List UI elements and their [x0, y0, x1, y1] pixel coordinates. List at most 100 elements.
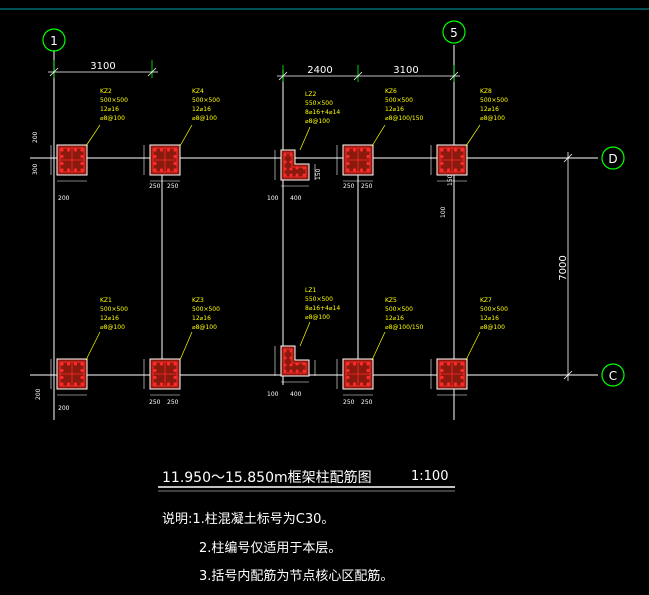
column-lz2-bar — [289, 160, 293, 164]
column-lz2-bar — [289, 173, 293, 177]
column-kz5-bar — [366, 382, 370, 386]
label-kz4-stirrup-text: ⌀8@100 — [192, 115, 217, 122]
label-kz6-stirrup-text: ⌀8@100/150 — [385, 115, 424, 122]
column-lz2-bar — [283, 153, 287, 157]
column-kz2-bar — [80, 154, 84, 159]
column-kz4-bar — [173, 154, 177, 159]
dim-kz4-250b: 250 — [167, 183, 179, 190]
dim-lz1-100: 100 — [267, 391, 279, 398]
column-kz8-bar — [440, 161, 444, 166]
dim-kz2-300: 300 — [32, 163, 39, 175]
column-kz1-bar — [80, 382, 84, 386]
leader-kz8 — [465, 124, 481, 147]
column-lz1-bar — [295, 369, 299, 373]
label-lz1-size: 550×500 — [305, 296, 333, 303]
dim-kz6-250a: 250 — [343, 183, 355, 190]
column-kz1-bar — [80, 368, 84, 373]
column-kz7-bar — [440, 375, 444, 380]
column-kz6-bar — [346, 168, 350, 172]
column-kz5-bar — [352, 382, 357, 386]
label-kz3-bars: 12⌀16 — [192, 315, 211, 322]
dim-3100-left: 3100 — [90, 61, 115, 72]
column-kz3-bar — [153, 382, 157, 386]
label-kz8-bars: 12⌀16 — [480, 106, 499, 113]
column-kz6-bar — [352, 148, 357, 152]
column-kz6-bar — [352, 168, 357, 172]
column-kz2-bar — [60, 161, 64, 166]
column-kz1-bar — [80, 362, 84, 366]
column-kz3-bar — [159, 362, 164, 366]
column-kz2-bar — [60, 154, 64, 159]
leader-kz5 — [371, 331, 386, 361]
column-kz1-bar — [73, 362, 78, 366]
leader-kz3 — [179, 331, 193, 361]
dim-kz6-250b: 250 — [361, 183, 373, 190]
label-kz3-size: 500×500 — [192, 306, 220, 313]
column-kz4 — [143, 144, 181, 182]
column-lz2 — [274, 149, 316, 187]
label-kz3-mark: KZ3 — [192, 297, 204, 304]
dim-kz1-200b: 200 — [58, 405, 70, 412]
label-kz8-mark: KZ8 — [480, 88, 492, 95]
column-lz1-stirrup — [283, 348, 307, 374]
column-kz6-bar — [366, 161, 370, 166]
column-kz7-bar — [460, 368, 464, 373]
column-kz5-bar — [366, 362, 370, 366]
column-kz5-bar — [346, 362, 350, 366]
column-kz1-bar — [66, 362, 71, 366]
column-kz7-bar — [460, 375, 464, 380]
label-kz6-mark: KZ6 — [385, 88, 397, 95]
label-lz2-size: 550×500 — [305, 100, 333, 107]
label-kz1-bars: 12⌀16 — [100, 315, 119, 322]
column-kz7 — [430, 358, 468, 396]
column-kz6-bar — [346, 154, 350, 159]
label-kz7-stirrup-text: ⌀8@100 — [480, 324, 505, 331]
label-kz3-stirrup-text: ⌀8@100 — [192, 324, 217, 331]
column-kz1-bar — [80, 375, 84, 380]
column-kz2-bar — [73, 148, 78, 152]
column-kz8-bar — [440, 148, 444, 152]
label-kz4-bars: 12⌀16 — [192, 106, 211, 113]
column-lz1-bar — [302, 362, 306, 366]
columns-layer: KZ2500×50012⌀16⌀8@100KZ4500×50012⌀16⌀8@1… — [32, 88, 508, 412]
label-kz8-size: 500×500 — [480, 97, 508, 104]
label-kz5-mark: KZ5 — [385, 297, 397, 304]
column-kz4-bar — [166, 168, 171, 172]
column-kz4-bar — [173, 168, 177, 172]
column-lz1-bar — [289, 369, 293, 373]
axis-bubble-5: 5 — [442, 20, 466, 44]
column-kz4-bar — [153, 168, 157, 172]
leader-kz4 — [179, 124, 193, 147]
axis-bubble-C: C — [601, 363, 625, 387]
column-lz2-bar — [295, 173, 299, 177]
leader-kz2 — [85, 124, 101, 147]
column-lz2-bar — [283, 160, 287, 164]
axis-bubble-1: 1 — [42, 28, 66, 52]
column-kz8-bar — [440, 168, 444, 172]
column-kz7-bar — [460, 362, 464, 366]
dimension-top-left — [48, 60, 158, 78]
column-kz2 — [50, 144, 88, 182]
label-lz1-bars: 8⌀16+4⌀14 — [305, 305, 340, 312]
label-lz2-stirrup-text: ⌀8@100 — [305, 118, 330, 125]
column-lz1-section — [280, 345, 310, 377]
column-kz7-bar — [440, 382, 444, 386]
column-kz5-bar — [346, 382, 350, 386]
label-lz1-mark: LZ1 — [305, 287, 316, 294]
column-kz7-bar — [440, 368, 444, 373]
leader-lz1 — [299, 321, 311, 347]
dim-2400: 2400 — [307, 65, 332, 76]
column-kz8-bar — [446, 168, 451, 172]
dim-kz8-100: 100 — [440, 206, 447, 218]
column-kz4-bar — [166, 148, 171, 152]
column-lz1-bar — [289, 349, 293, 353]
column-kz1-bar — [60, 375, 64, 380]
dim-kz8-150: 150 — [447, 174, 454, 186]
column-kz6-bar — [346, 161, 350, 166]
column-kz1-bar — [60, 368, 64, 373]
leader-lz2 — [299, 126, 311, 151]
column-kz5-bar — [366, 368, 370, 373]
column-kz4-bar — [173, 148, 177, 152]
label-kz2-stirrup-text: ⌀8@100 — [100, 115, 125, 122]
column-kz8-bar — [440, 154, 444, 159]
